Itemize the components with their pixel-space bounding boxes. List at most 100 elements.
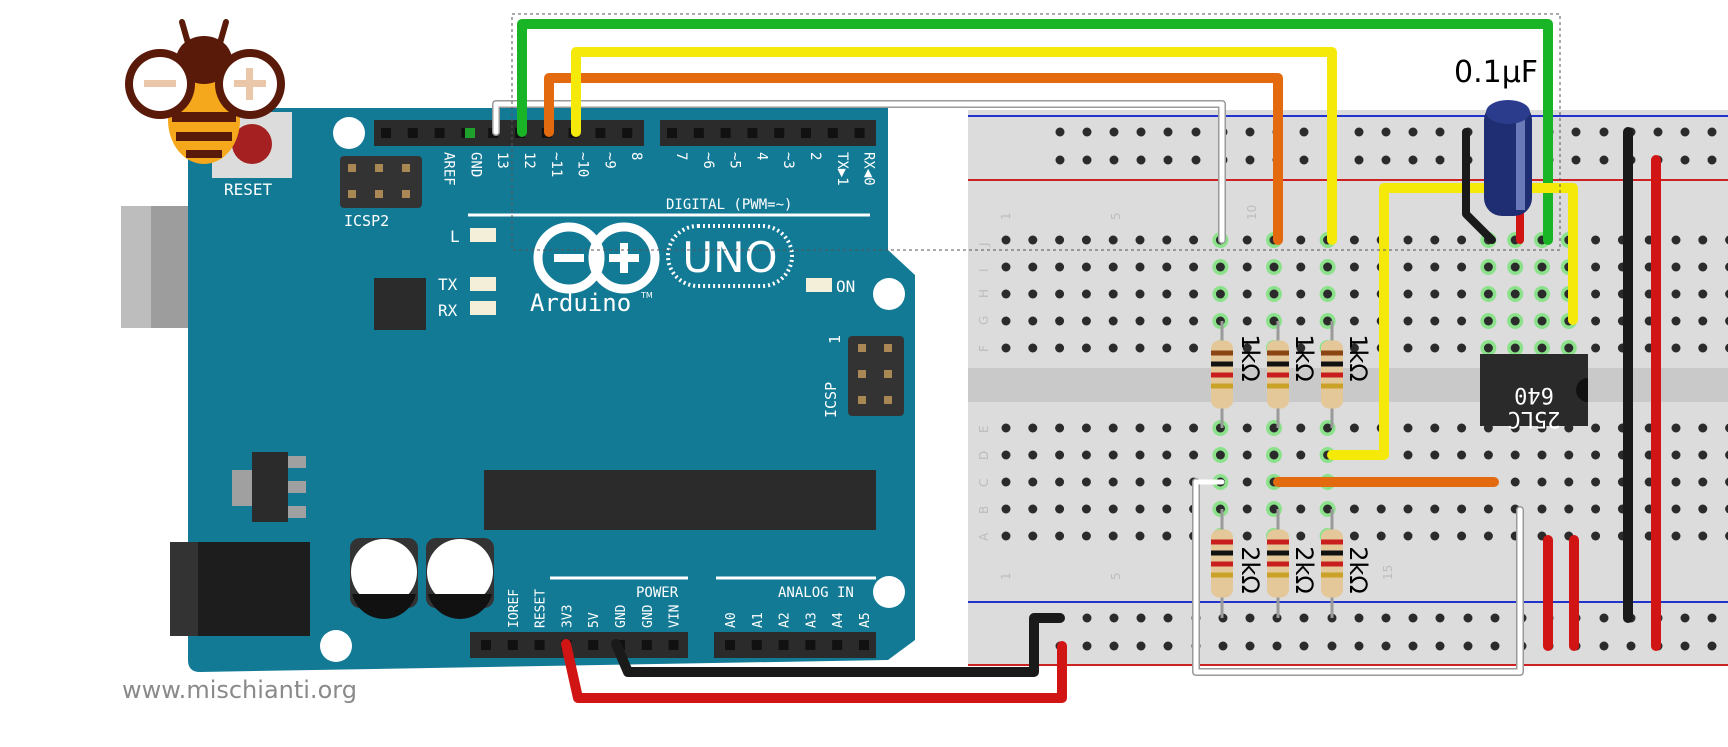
resistor-band: [1321, 539, 1343, 545]
hole: [1242, 450, 1252, 460]
mounting-hole: [873, 576, 905, 608]
hole: [1349, 343, 1359, 353]
power-pin-label: RESET: [534, 589, 549, 628]
hole: [1242, 262, 1252, 272]
arduino-board: RESET ICSP2: [121, 108, 915, 672]
wire-white-loop: [1193, 479, 1523, 675]
cap-leg-black: [1462, 128, 1496, 244]
digital-header-right: [660, 120, 876, 146]
hole: [1349, 423, 1359, 433]
digital-pin-label: 7: [673, 152, 689, 160]
hole: [1296, 316, 1306, 326]
hole: [1242, 316, 1252, 326]
hole: [1136, 641, 1146, 651]
hole: [1510, 262, 1520, 272]
hole: [1725, 316, 1728, 326]
header-hole: [641, 640, 652, 650]
hole: [1376, 531, 1386, 541]
mounting-hole: [873, 278, 905, 310]
hole: [1408, 641, 1418, 651]
digital-pin-label: 8: [628, 152, 644, 160]
hole: [1242, 423, 1252, 433]
hole: [1349, 504, 1359, 514]
hole: [1055, 155, 1065, 165]
hole: [1081, 531, 1091, 541]
analog-label: ANALOG IN: [778, 585, 854, 601]
pin: [884, 370, 892, 378]
reset-button-cap: [232, 124, 272, 164]
hole: [1457, 289, 1467, 299]
pin: [348, 164, 356, 172]
hole: [1430, 450, 1440, 460]
row-letter: G: [977, 316, 991, 325]
board-capacitor: [426, 538, 494, 619]
hole: [1055, 262, 1065, 272]
bee-stripe: [186, 150, 222, 158]
hole: [1483, 262, 1493, 272]
hole: [1537, 504, 1547, 514]
hole: [1296, 450, 1306, 460]
hole: [1571, 155, 1581, 165]
resistor-band: [1267, 383, 1289, 389]
hole: [1537, 343, 1547, 353]
resistors: [1211, 321, 1343, 618]
hole: [1671, 316, 1681, 326]
hole: [1591, 504, 1601, 514]
hole: [1698, 262, 1708, 272]
hole: [1680, 155, 1690, 165]
hole: [1135, 289, 1145, 299]
header-hole: [507, 640, 518, 650]
hole: [1245, 641, 1255, 651]
led-rx-label: RX: [438, 301, 458, 320]
eeprom-chip: 640 25LC: [1480, 354, 1588, 431]
hole: [1457, 343, 1467, 353]
hole: [1381, 127, 1391, 137]
hole: [1510, 316, 1520, 326]
hole: [1725, 504, 1728, 514]
hole: [1001, 504, 1011, 514]
hole: [1725, 531, 1728, 541]
hole: [1191, 127, 1201, 137]
hole: [1296, 531, 1306, 541]
hole: [1215, 262, 1225, 272]
col-number-bottom: 5: [1109, 572, 1123, 580]
hole: [1323, 316, 1333, 326]
analog-pin-label: A1: [751, 612, 766, 628]
led-tx-label: TX: [438, 275, 458, 294]
bee-minus-icon: [144, 80, 176, 87]
hole: [1403, 289, 1413, 299]
digital-pin-label: ~5: [727, 152, 743, 169]
pin: [348, 190, 356, 198]
cap-stripe: [1516, 108, 1525, 210]
analog-pin-label: A0: [724, 612, 739, 628]
hole: [1626, 641, 1636, 651]
hole: [1698, 289, 1708, 299]
hole: [1408, 613, 1418, 623]
hole: [1162, 477, 1172, 487]
hole: [1435, 127, 1445, 137]
hole: [1135, 343, 1145, 353]
hole: [1591, 423, 1601, 433]
header-hole: [859, 640, 869, 650]
hole: [1245, 155, 1255, 165]
row-letter: J: [977, 242, 991, 247]
power-header: [470, 632, 688, 658]
hole: [1242, 343, 1252, 353]
col-number-top: 5: [1109, 212, 1123, 220]
breadboard-holes: [1001, 127, 1728, 651]
hole: [1537, 262, 1547, 272]
breadboard-labels: 1 5 10 1 5 15 J I H G F E D C B A: [977, 205, 1395, 580]
led-on: [806, 278, 832, 292]
regulator-pin: [288, 506, 306, 518]
resistor-band: [1211, 561, 1233, 567]
digital-pin-label: ~9: [601, 152, 617, 169]
hole: [1680, 127, 1690, 137]
chip-label-line2: 640: [1514, 382, 1554, 407]
hole: [1671, 531, 1681, 541]
resistor-label: 2kΩ: [1344, 546, 1372, 594]
hole: [1435, 613, 1445, 623]
icsp-pin1-label: 1: [826, 335, 844, 344]
model-label: UNO: [682, 233, 777, 282]
hole: [1218, 641, 1228, 651]
hole: [1349, 289, 1359, 299]
